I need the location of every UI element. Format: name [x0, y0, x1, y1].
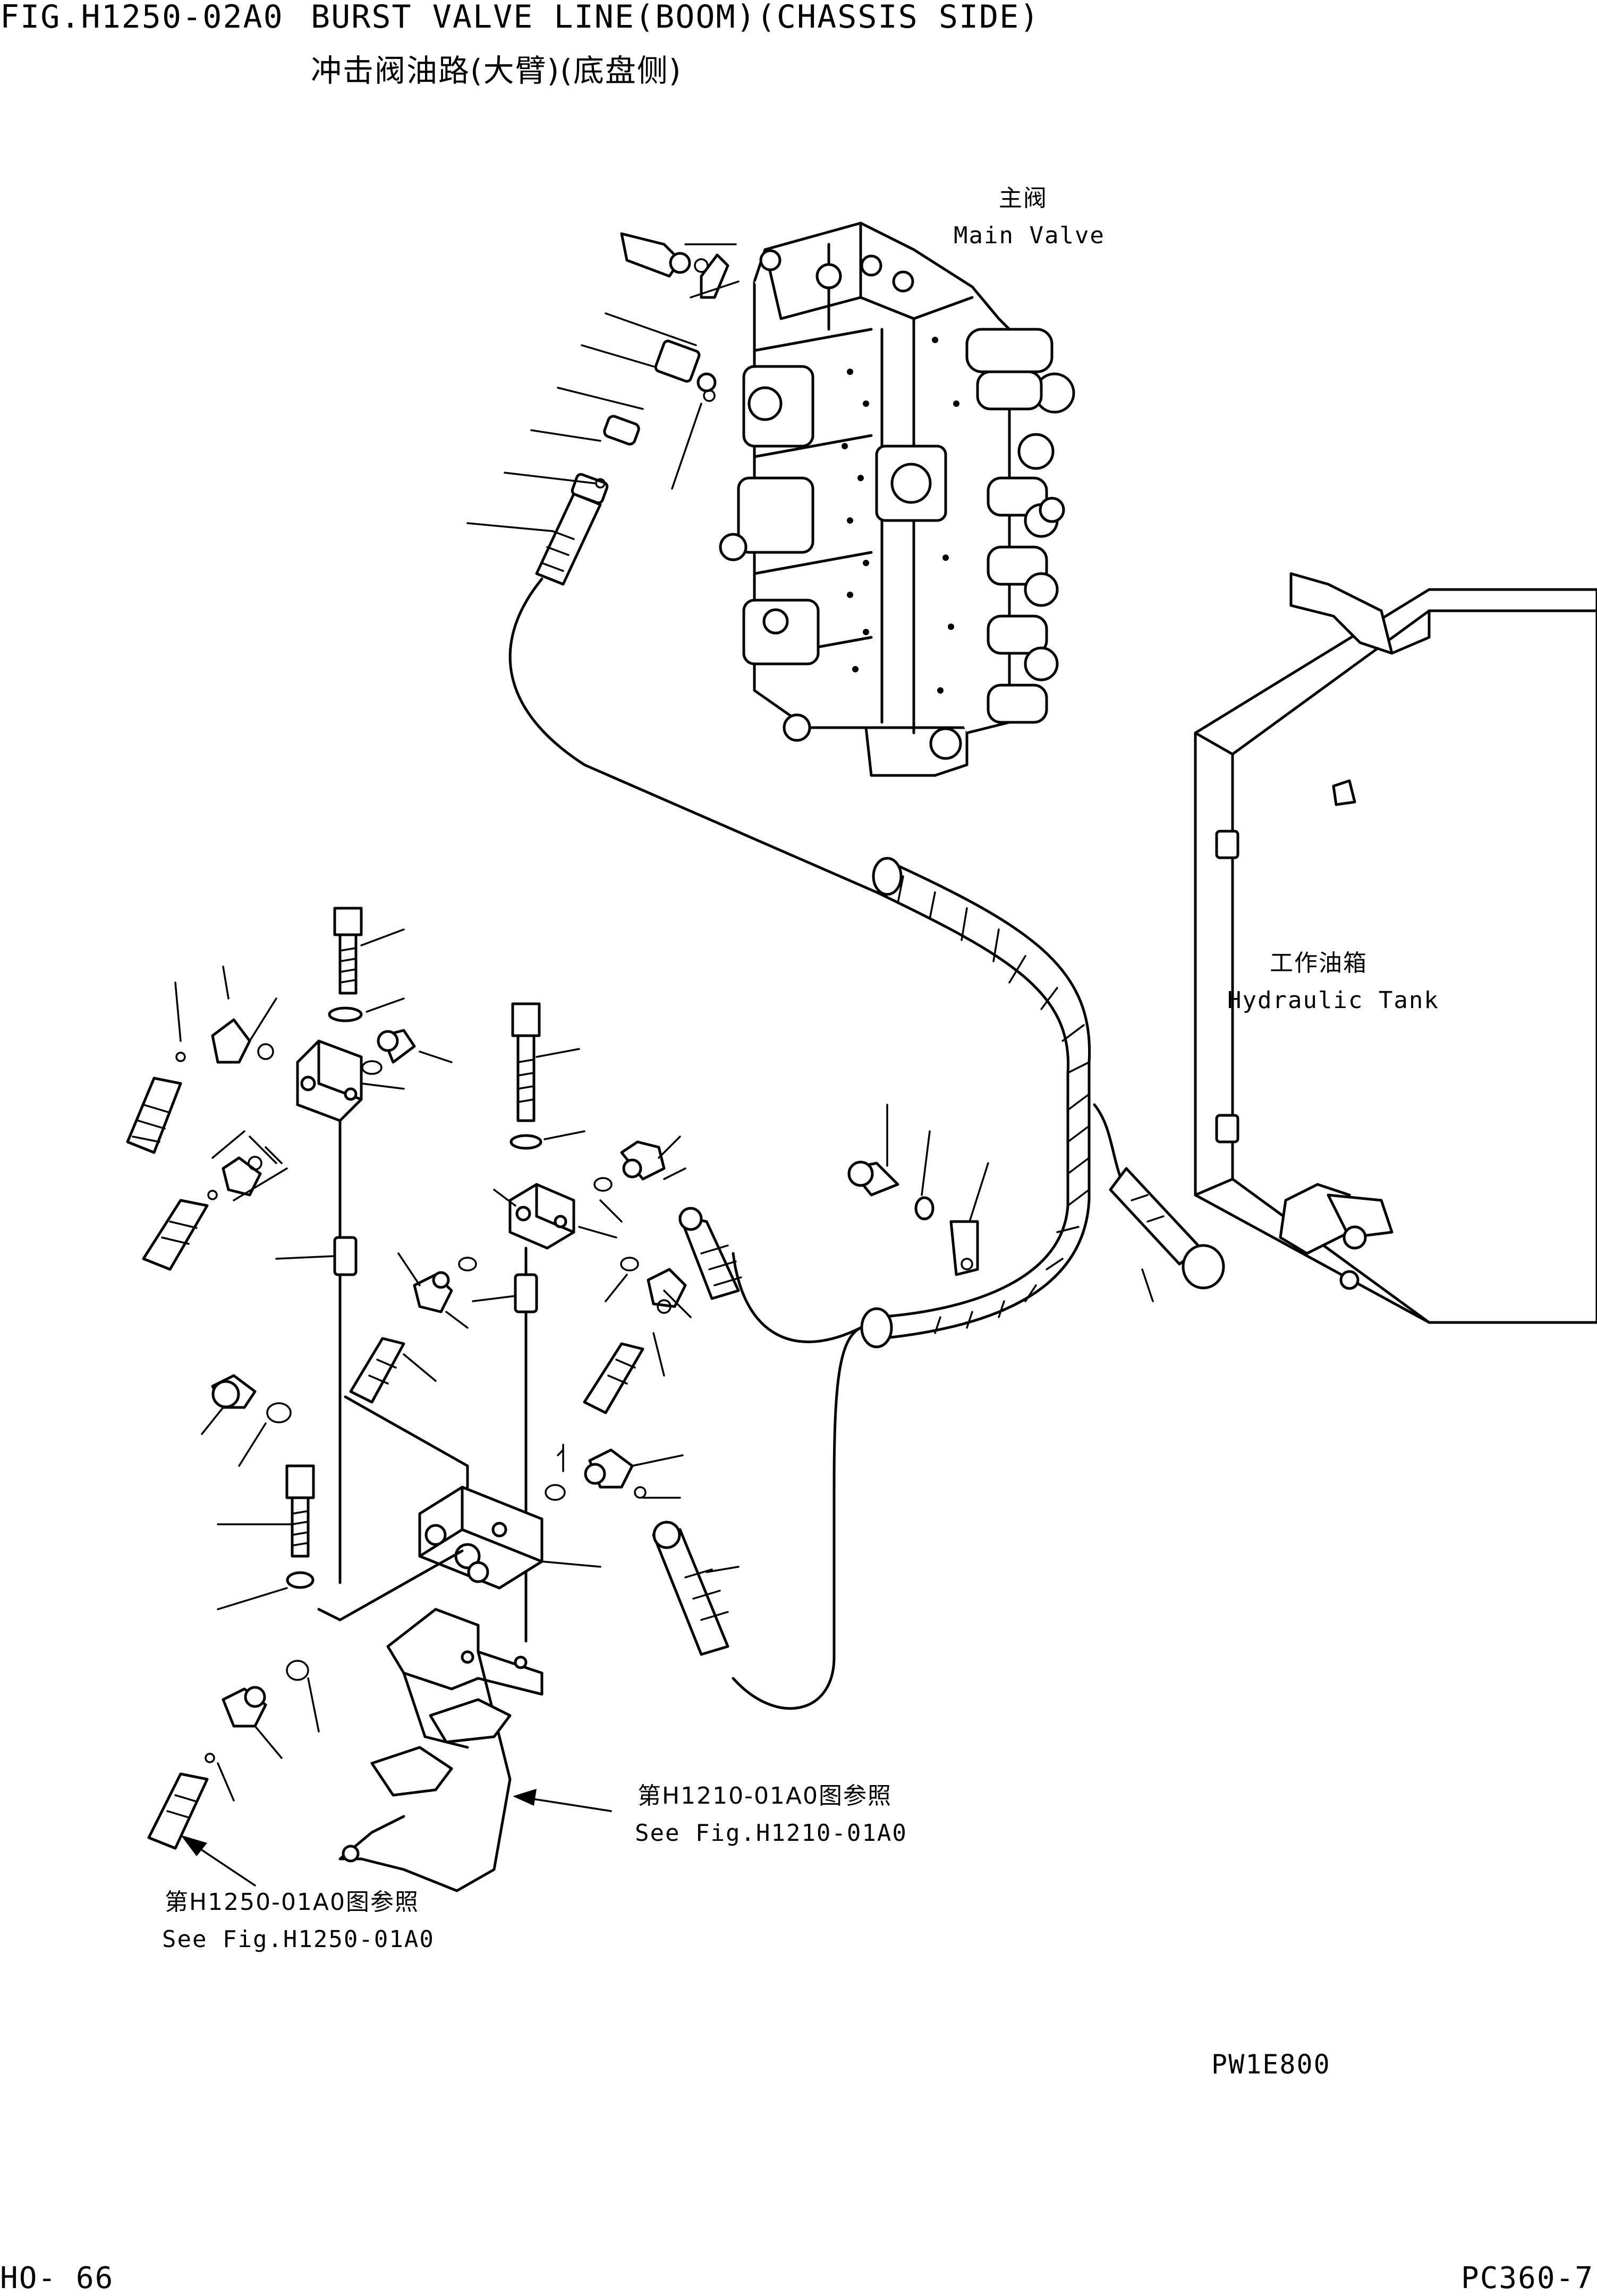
drawing-code: PW1E800 [1211, 2049, 1331, 2080]
main-valve-drawing [719, 221, 1075, 777]
ref-h1210-label-cn: 第H1210-01A0图参照 [638, 1782, 893, 1810]
main-valve-label-cn: 主阀 [999, 185, 1048, 212]
lower-manifold [147, 1374, 740, 1892]
hydraulic-tank-label-cn: 工作油箱 [1270, 950, 1367, 977]
hose-mid [732, 1252, 862, 1343]
page-title: BURST VALVE LINE(BOOM)(CHASSIS SIDE) [311, 0, 1040, 36]
figure-id: FIG.H1250-02A0 [0, 0, 284, 36]
ref-h1210-label: See Fig.H1210-01A0 [635, 1820, 907, 1847]
main-valve-fittings [466, 232, 740, 586]
page-number: HO- 66 [0, 2261, 114, 2295]
main-valve-label: Main Valve [954, 222, 1105, 249]
page-title-cn: 冲击阀油路(大臂)(底盘侧) [311, 53, 682, 89]
hose-lower [732, 1326, 862, 1710]
hydraulic-tank-drawing [1194, 572, 1597, 1324]
ref-h1250-label: See Fig.H1250-01A0 [162, 1926, 435, 1953]
center-block [349, 1002, 742, 1574]
ref-h1250-label-cn: 第H1250-01A0图参照 [165, 1889, 420, 1916]
clamp-assembly [847, 1104, 989, 1276]
spiral-guard [860, 857, 1091, 1348]
model-number: PC360-7 [1460, 2261, 1594, 2295]
tank-hose-end [1109, 1167, 1225, 1302]
upper-left-block [126, 907, 453, 1584]
hose-main-valve [508, 577, 878, 894]
hydraulic-tank-label: Hydraulic Tank [1227, 987, 1439, 1014]
